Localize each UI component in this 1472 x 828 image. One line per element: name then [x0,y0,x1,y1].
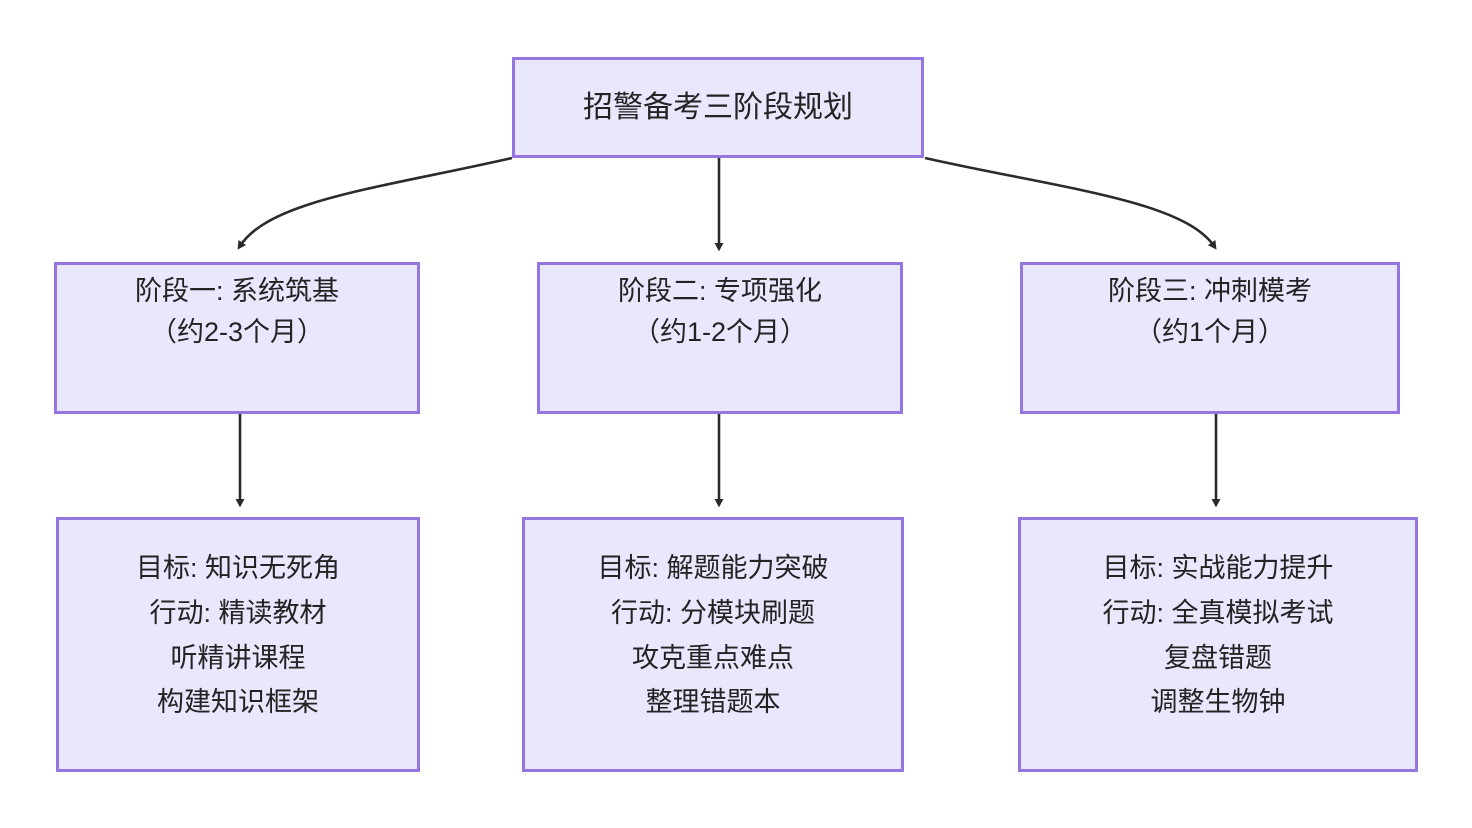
node-detail-2-line-2: 行动: 分模块刷题 [610,597,815,628]
node-detail-3-line-3: 复盘错题 [1164,642,1272,673]
node-stage-2-line-2: （约1-2个月） [632,317,808,348]
node-stage-1[interactable]: 阶段一: 系统筑基 （约2-3个月） [54,262,420,414]
edge-root-to-stage-3 [924,156,1217,250]
node-stage-3-line-2: （约1个月） [1134,317,1286,348]
edge-root-to-stage-1 [237,156,513,250]
node-detail-1[interactable]: 目标: 知识无死角 行动: 精读教材 听精讲课程 构建知识框架 [56,517,420,772]
node-detail-3-line-2: 行动: 全真模拟考试 [1102,597,1334,628]
node-stage-3[interactable]: 阶段三: 冲刺模考 （约1个月） [1020,262,1400,414]
node-detail-2-line-3: 攻克重点难点 [632,642,794,673]
node-stage-2-line-1: 阶段二: 专项强化 [617,276,822,306]
node-detail-1-line-1: 目标: 知识无死角 [135,553,340,583]
node-root[interactable]: 招警备考三阶段规划 [512,57,924,158]
node-stage-3-line-1: 阶段三: 冲刺模考 [1107,276,1312,306]
node-detail-2[interactable]: 目标: 解题能力突破 行动: 分模块刷题 攻克重点难点 整理错题本 [522,517,904,772]
node-root-line-1: 招警备考三阶段规划 [583,91,853,124]
node-detail-3-line-4: 调整生物钟 [1150,687,1286,718]
node-stage-1-line-1: 阶段一: 系统筑基 [134,276,339,306]
node-detail-1-line-2: 行动: 精读教材 [149,597,327,628]
node-detail-3[interactable]: 目标: 实战能力提升 行动: 全真模拟考试 复盘错题 调整生物钟 [1018,517,1418,772]
node-detail-3-line-1: 目标: 实战能力提升 [1102,553,1334,583]
node-detail-2-line-1: 目标: 解题能力突破 [597,553,829,583]
node-detail-2-line-4: 整理错题本 [645,687,781,718]
node-detail-1-line-4: 构建知识框架 [157,687,319,718]
node-stage-1-line-2: （约2-3个月） [149,317,325,348]
node-stage-2[interactable]: 阶段二: 专项强化 （约1-2个月） [537,262,903,414]
node-detail-1-line-3: 听精讲课程 [170,642,306,673]
